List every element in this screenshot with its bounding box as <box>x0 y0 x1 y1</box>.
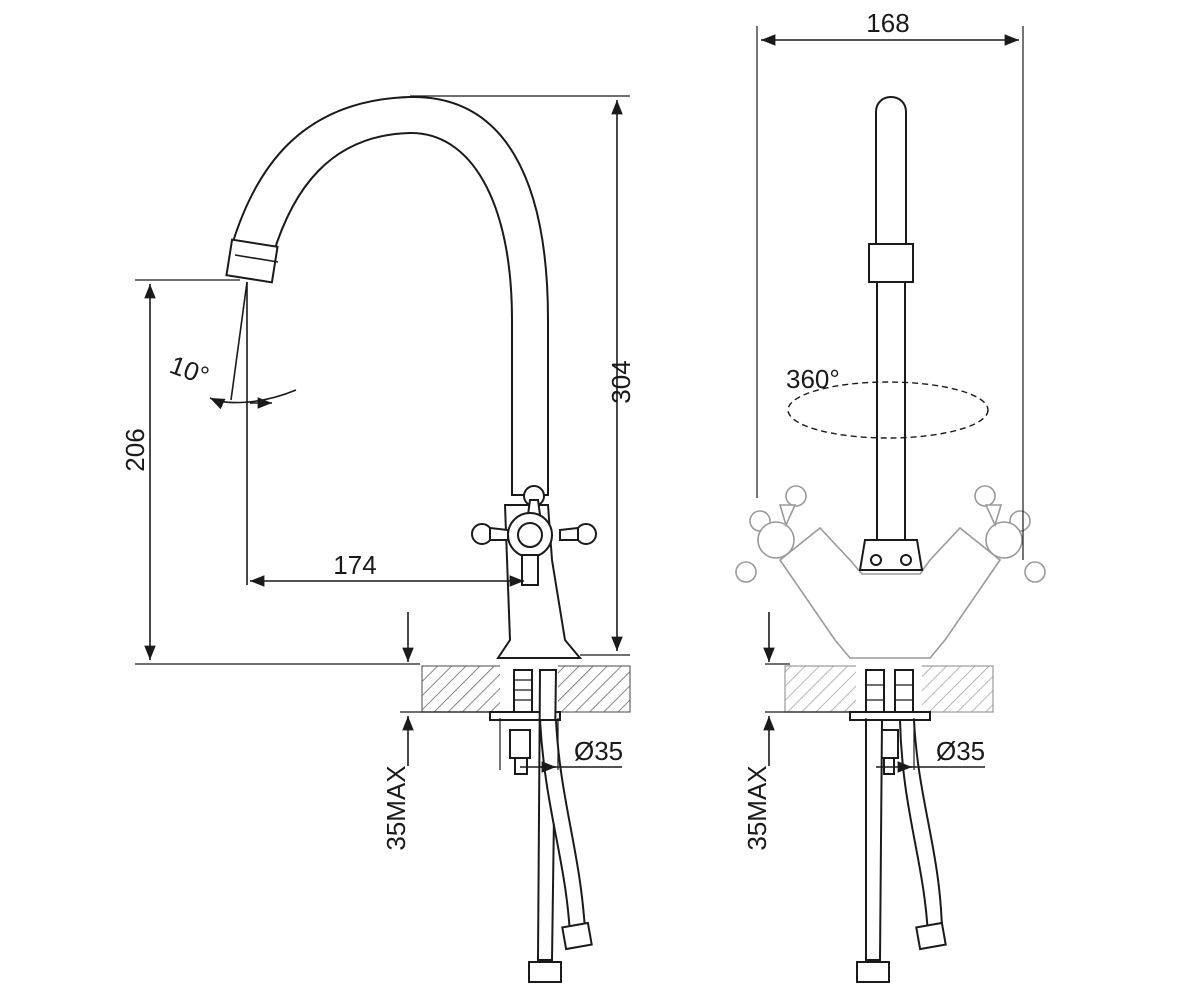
dim-label-304: 304 <box>606 360 636 403</box>
dim-label-10deg: 10° <box>166 349 213 391</box>
front-faucet-base <box>778 526 1002 659</box>
front-view: 360° 168 35MAX Ø35 <box>735 8 1046 983</box>
front-aerator <box>868 243 914 283</box>
front-mounting-hardware <box>849 669 947 983</box>
dim-label-174: 174 <box>333 550 376 580</box>
dim-label-35max-front: 35MAX <box>742 765 772 850</box>
dim-label-diameter-front: Ø35 <box>936 736 985 766</box>
front-rotation-ellipse <box>787 381 989 439</box>
side-spout <box>230 95 549 496</box>
dim-label-35max-side: 35MAX <box>381 765 411 850</box>
dim-label-206: 206 <box>120 428 150 471</box>
side-aerator <box>225 238 279 284</box>
dim-label-360deg: 360° <box>786 364 840 394</box>
front-left-handle <box>735 485 807 583</box>
side-cross-handle <box>471 485 597 586</box>
front-right-handle <box>974 485 1046 583</box>
dim-label-168: 168 <box>866 8 909 38</box>
side-view: 304 206 10° 174 35MAX Ø35 <box>120 95 636 983</box>
front-spout <box>875 96 907 256</box>
front-spout-collar <box>858 539 924 571</box>
dim-label-diameter-side: Ø35 <box>574 736 623 766</box>
dim-arc-10deg <box>209 389 297 410</box>
side-mounting-hardware <box>489 669 593 983</box>
